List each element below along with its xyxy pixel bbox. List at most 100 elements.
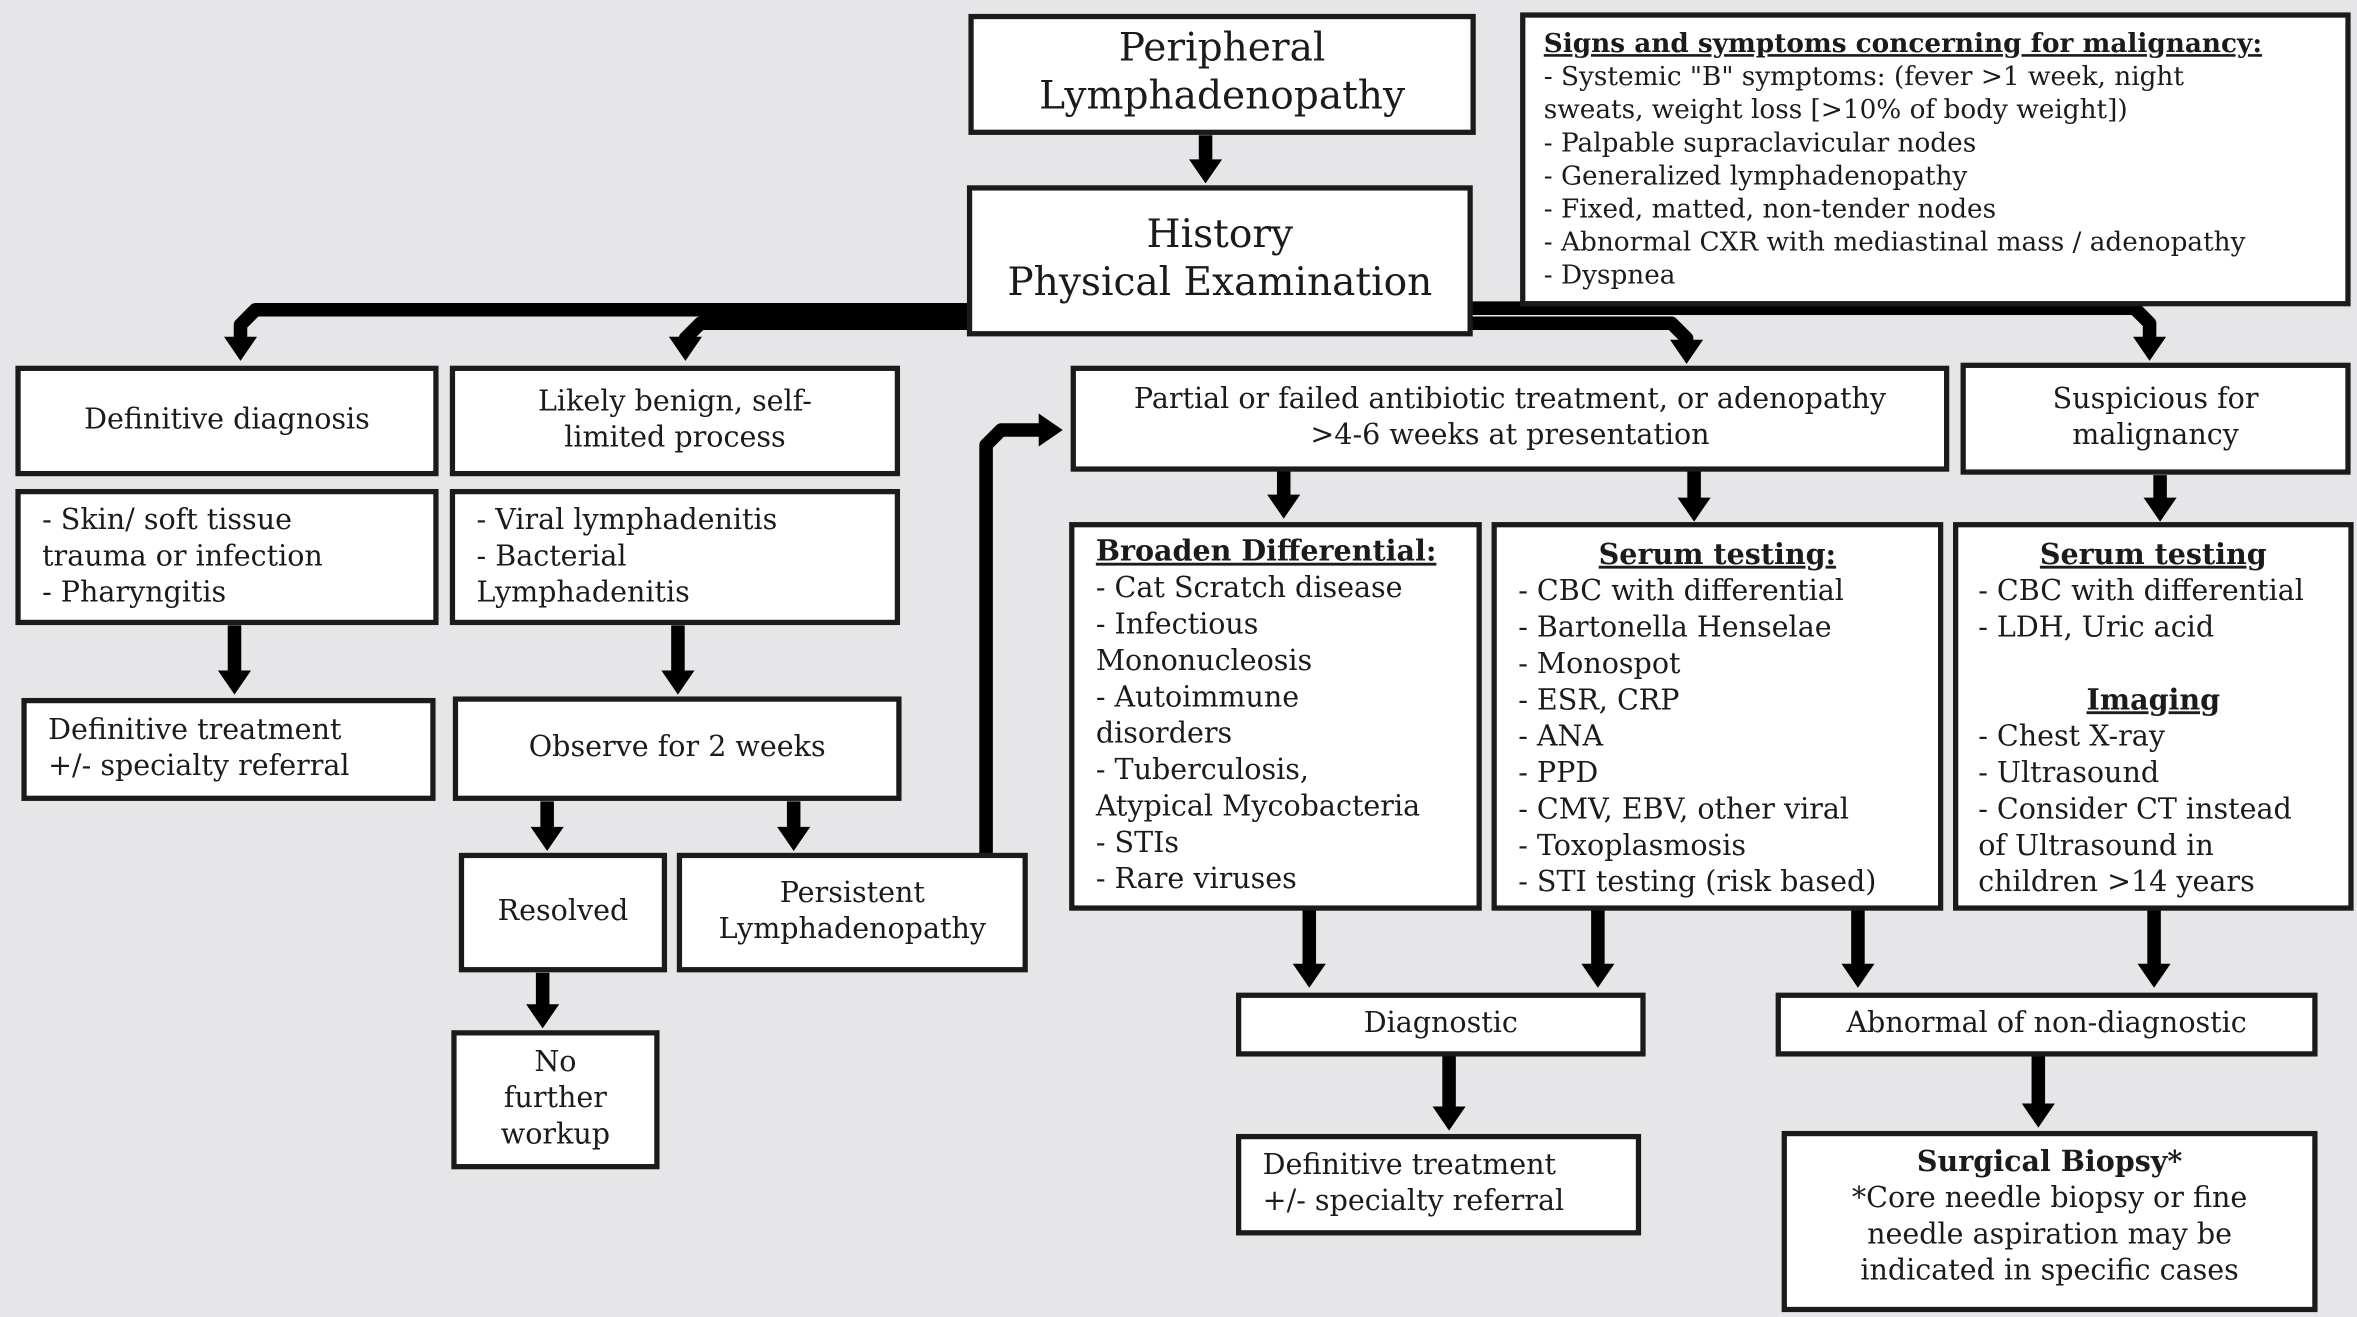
- persistent-lines-1: Lymphadenopathy: [719, 911, 987, 945]
- skin-lines-2: - Pharyngitis: [42, 574, 226, 608]
- arrow-history-to-definitive-shaft: [233, 302, 970, 346]
- box-def-treatment-1: Definitive treatment+/- specialty referr…: [21, 697, 436, 801]
- arrow-history-to-partial-shaft: [1470, 316, 1694, 349]
- signs-lines-6: - Dyspnea: [1544, 261, 1676, 291]
- broaden-lines-7: - STIs: [1096, 825, 1179, 859]
- serum1-title: Serum testing:: [1599, 537, 1836, 571]
- skin-lines-1: trauma or infection: [42, 538, 323, 572]
- serum2-lines2-2: - Consider CT instead: [1978, 791, 2292, 825]
- likely_benign-lines-0: Likely benign, self-: [538, 383, 812, 417]
- box-likely-benign: Likely benign, self-limited process: [449, 365, 901, 477]
- broaden-lines-8: - Rare viruses: [1096, 861, 1297, 895]
- arrow-partial-to-broaden: [1267, 470, 1301, 519]
- arrow-history-to-definitive: [223, 302, 970, 361]
- broaden-lines-1: - Infectious: [1096, 607, 1259, 641]
- serum1-lines-4: - ANA: [1518, 719, 1603, 753]
- box-serum1: Serum testing:- CBC with differential- B…: [1491, 522, 1944, 911]
- no_further-lines-0: No: [534, 1044, 576, 1078]
- box-abnormal: Abnormal of non-diagnostic: [1775, 992, 2318, 1057]
- arrow-peripheral-to-history: [1189, 135, 1223, 184]
- signs-lines-3: - Generalized lymphadenopathy: [1544, 161, 1968, 191]
- box-serum2-frame: [1953, 522, 2354, 911]
- arrow-abnormal-to-biopsy: [2021, 1055, 2055, 1128]
- box-serum2: Serum testing- CBC with differential- LD…: [1953, 522, 2354, 911]
- peripheral-lines-0: Peripheral: [1119, 25, 1326, 70]
- persistent-lines-0: Persistent: [780, 875, 926, 909]
- def_treatment_1-lines-0: Definitive treatment: [48, 712, 342, 746]
- serum2-lines-1: - LDH, Uric acid: [1978, 610, 2214, 644]
- arrow-partial-to-serum: [1677, 470, 1711, 522]
- def_treatment_1-lines-1: +/- specialty referral: [48, 748, 349, 782]
- arrow-observe-to-resolved: [530, 801, 564, 851]
- arrow-history-to-suspicious-shaft: [1470, 301, 2157, 346]
- broaden-lines-3: - Autoimmune: [1096, 679, 1299, 713]
- arrow-broaden-to-diagnostic-head: [1292, 963, 1326, 988]
- broaden-lines-4: disorders: [1096, 716, 1232, 750]
- broaden-title: Broaden Differential:: [1096, 534, 1437, 568]
- box-peripheral-frame: [968, 13, 1476, 135]
- box-observe-frame: [452, 696, 902, 801]
- box-broaden: Broaden Differential:- Cat Scratch disea…: [1069, 522, 1482, 911]
- serum2-lines2-0: - Chest X-ray: [1978, 719, 2166, 753]
- box-definitive-dx: Definitive diagnosis: [15, 365, 439, 477]
- flowchart-arrows: [217, 135, 2177, 1131]
- arrow-history-to-definitive-head: [223, 336, 258, 361]
- serum2-lines-0: - CBC with differential: [1978, 573, 2304, 607]
- arrow-persistent-to-partial-head: [1038, 413, 1063, 447]
- box-broaden-frame: [1069, 522, 1482, 911]
- definitive_dx-lines-0: Definitive diagnosis: [84, 401, 370, 435]
- def_treatment_2-lines-0: Definitive treatment: [1263, 1147, 1557, 1181]
- serum1-lines-5: - PPD: [1518, 755, 1598, 789]
- box-no-further-frame: [451, 1030, 660, 1170]
- box-persistent-frame: [676, 852, 1028, 973]
- box-def-treatment-2: Definitive treatment+/- specialty referr…: [1235, 1133, 1642, 1236]
- arrow-viral-to-observe-head: [661, 670, 695, 695]
- arrow-history-to-benign: [668, 316, 970, 361]
- arrow-abnormal-to-biopsy-head: [2021, 1103, 2055, 1128]
- box-observe: Observe for 2 weeks: [452, 696, 902, 801]
- signs-lines-4: - Fixed, matted, non-tender nodes: [1544, 194, 1996, 224]
- arrow-history-to-benign-head: [668, 336, 702, 361]
- serum1-lines-2: - Monospot: [1518, 646, 1681, 680]
- signs-lines-2: - Palpable supraclavicular nodes: [1544, 128, 1976, 158]
- box-skin-frame: [15, 488, 439, 626]
- box-viral: - Viral lymphadenitis- BacterialLymphade…: [449, 488, 901, 626]
- viral-lines-0: - Viral lymphadenitis: [477, 502, 778, 536]
- viral-lines-2: Lymphadenitis: [477, 574, 690, 608]
- diagnostic-lines-0: Diagnostic: [1364, 1005, 1518, 1039]
- arrow-persistent-to-partial-shaft: [979, 423, 1048, 854]
- serum2-lines2-3: of Ultrasound in: [1978, 828, 2214, 862]
- biopsy-title: Surgical Biopsy*: [1917, 1144, 2182, 1178]
- arrow-serum1-to-abnormal: [1841, 909, 1875, 988]
- serum1-lines-7: - Toxoplasmosis: [1518, 828, 1746, 862]
- signs-lines-1: sweats, weight loss [>10% of body weight…: [1544, 95, 2128, 125]
- arrow-observe-to-persistent: [777, 801, 811, 851]
- likely_benign-lines-1: limited process: [564, 419, 785, 453]
- peripheral-lines-1: Lymphadenopathy: [1039, 73, 1405, 118]
- arrow-skin-to-treatment: [217, 625, 252, 695]
- arrow-broaden-to-diagnostic: [1292, 909, 1326, 988]
- arrow-observe-to-resolved-head: [530, 826, 564, 851]
- box-signs-frame: [1520, 12, 2351, 307]
- arrow-history-to-partial-head: [1670, 339, 1704, 364]
- box-suspicious-frame: [1960, 362, 2351, 475]
- abnormal-lines-0: Abnormal of non-diagnostic: [1845, 1005, 2246, 1039]
- arrow-serum2-to-abnormal-head: [2137, 963, 2171, 988]
- box-partial-failed-frame: [1070, 365, 1950, 472]
- serum1-lines-6: - CMV, EBV, other viral: [1518, 791, 1849, 825]
- arrow-diagnostic-to-treatment: [1432, 1055, 1466, 1131]
- box-def-treatment-2-frame: [1235, 1133, 1642, 1236]
- biopsy-lines-1: needle aspiration may be: [1867, 1216, 2232, 1250]
- box-abnormal-frame: [1775, 992, 2318, 1057]
- suspicious-lines-0: Suspicious for: [2053, 381, 2259, 415]
- history-lines-1: Physical Examination: [1007, 260, 1432, 305]
- broaden-lines-5: - Tuberculosis,: [1096, 752, 1309, 786]
- signs-lines-0: - Systemic "B" symptoms: (fever >1 week,…: [1544, 62, 2185, 92]
- arrow-history-to-suspicious-head: [2133, 336, 2167, 361]
- box-definitive-dx-frame: [15, 365, 439, 477]
